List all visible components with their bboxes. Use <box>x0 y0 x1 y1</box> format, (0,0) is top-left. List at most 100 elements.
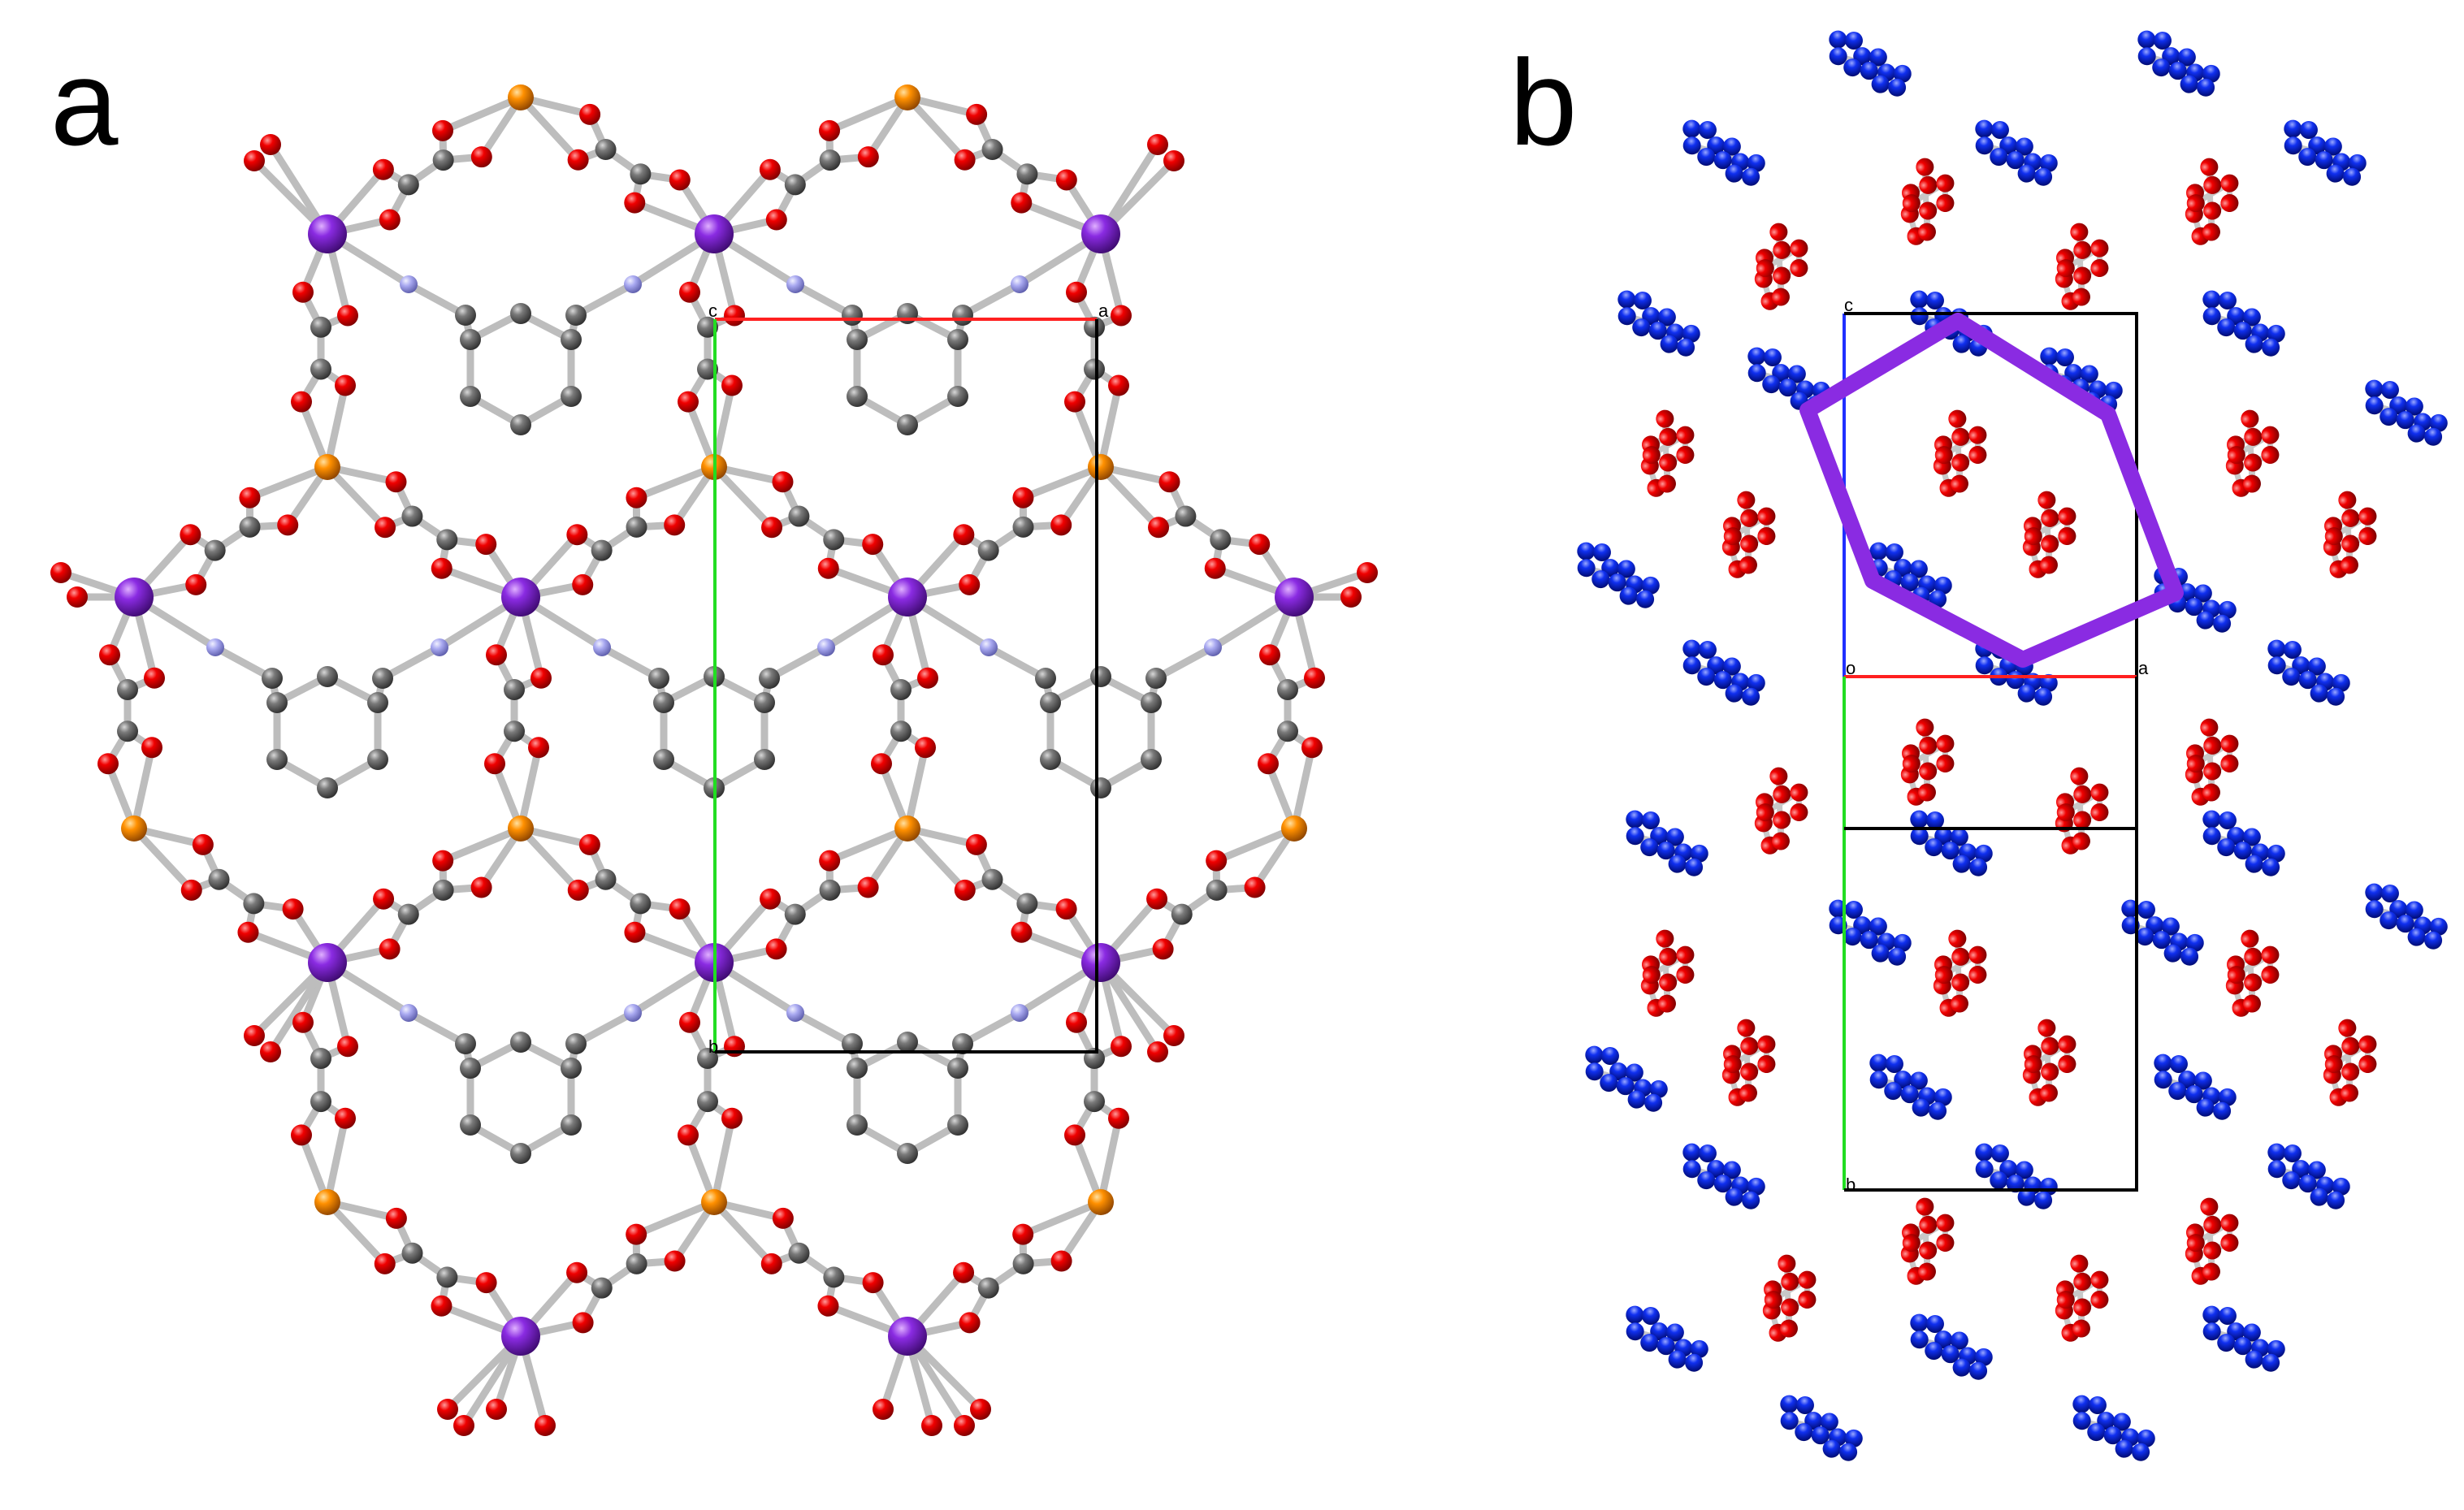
cluster-atom <box>1844 1429 1863 1447</box>
cluster-atom <box>2196 611 2215 630</box>
carbon-atom <box>754 749 775 770</box>
bond <box>517 824 582 894</box>
oxygen-atom <box>1064 391 1085 413</box>
carbon-atom <box>897 303 918 324</box>
carbon-atom <box>947 386 968 407</box>
bond <box>1097 463 1163 531</box>
cluster-atom <box>2180 75 2198 93</box>
iron-atom <box>314 454 340 480</box>
cluster-atom <box>1747 1177 1765 1196</box>
bond <box>825 824 912 865</box>
bond <box>632 463 718 502</box>
panel-a: a c a b <box>50 34 1378 1436</box>
cluster-atom <box>2310 684 2328 703</box>
cluster-atom <box>2262 338 2280 357</box>
blue-anion-cluster <box>1829 30 1912 97</box>
oxygen-atom <box>475 1272 497 1294</box>
cluster-atom <box>2202 64 2220 83</box>
cluster-atom <box>1912 1098 1930 1117</box>
oxygen-atom <box>1111 305 1132 327</box>
carbon-atom <box>697 1048 718 1069</box>
oxygen-atom <box>759 158 781 180</box>
oxygen-atom <box>335 374 356 396</box>
oxygen-atom <box>678 1124 699 1146</box>
cluster-atom <box>2006 1175 2024 1193</box>
oxygen-atom <box>50 562 71 583</box>
carbon-atom <box>754 692 775 713</box>
cluster-atom <box>2227 966 2245 984</box>
cluster-atom <box>2267 324 2285 343</box>
bond <box>1152 643 1217 682</box>
cluster-atom <box>2200 1197 2219 1216</box>
carbon-atom <box>1277 720 1298 742</box>
oxygen-atom <box>239 487 261 508</box>
cluster-atom <box>2153 32 2172 50</box>
cluster-atom <box>1677 338 1695 357</box>
cluster-atom <box>1780 1412 1799 1430</box>
cluster-atom <box>2006 151 2024 170</box>
cluster-atom <box>1910 810 1929 829</box>
panel-b: b c o a b <box>1509 30 2448 1461</box>
cluster-atom <box>2193 584 2212 603</box>
carbon-atom <box>819 149 841 171</box>
oxygen-atom <box>1152 938 1174 960</box>
cluster-atom <box>2233 1337 2252 1356</box>
carbon-atom <box>823 1266 845 1288</box>
cluster-atom <box>1910 1330 1929 1349</box>
cluster-atom <box>2220 194 2239 213</box>
red-cation-cluster <box>1900 158 1955 245</box>
cluster-atom <box>2338 491 2357 509</box>
bond <box>405 1009 470 1048</box>
cluster-atom <box>1747 673 1765 692</box>
cluster-atom <box>2358 1035 2377 1054</box>
carbon-atom <box>310 316 331 338</box>
bond <box>985 643 1050 682</box>
cluster-atom <box>1690 1339 1708 1358</box>
oxygen-atom <box>678 391 699 413</box>
bond <box>598 643 663 682</box>
carbon-atom <box>310 1048 331 1069</box>
cluster-atom <box>1713 1175 1732 1193</box>
blue-anion-cluster <box>1626 810 1708 876</box>
cluster-atom <box>1773 811 1791 829</box>
carbon-atom <box>1040 749 1061 770</box>
carbon-atom <box>317 777 338 798</box>
cluster-atom <box>1936 734 1955 753</box>
cluster-atom <box>2315 151 2333 170</box>
cluster-atom <box>1757 1055 1776 1074</box>
red-cation-cluster <box>1933 409 1987 497</box>
cluster-atom <box>1936 174 1955 193</box>
cluster-atom <box>2220 1234 2239 1253</box>
carbon-atom <box>653 749 674 770</box>
cluster-atom <box>2017 164 2036 183</box>
cluster-atom <box>1747 347 1766 366</box>
carbon-atom <box>401 505 423 527</box>
cluster-atom <box>2185 1085 2203 1104</box>
blue-anion-cluster <box>2284 119 2367 186</box>
cluster-atom <box>2197 78 2215 97</box>
cluster-atom <box>1682 656 1701 675</box>
cluster-atom <box>1698 1144 1717 1163</box>
cluster-atom <box>1698 641 1717 660</box>
red-cation-cluster <box>1754 767 1808 855</box>
cluster-atom <box>1779 1319 1798 1338</box>
oxygen-atom <box>760 1253 782 1274</box>
oxygen-atom <box>954 1415 975 1436</box>
blue-anion-cluster <box>2072 1395 2155 1461</box>
cluster-atom <box>1950 1331 1968 1350</box>
cluster-atom <box>1668 1350 1687 1369</box>
potassium-atom <box>888 1317 927 1356</box>
cluster-atom <box>2244 427 2263 446</box>
oxygen-atom <box>470 146 492 168</box>
cluster-atom <box>1975 119 1994 138</box>
cluster-atom <box>1925 811 1944 830</box>
cluster-atom <box>1633 292 1652 310</box>
cluster-atom <box>2202 1322 2221 1341</box>
oxygen-atom <box>624 921 646 943</box>
cluster-atom <box>2202 827 2221 846</box>
cluster-atom <box>2298 1175 2317 1193</box>
cluster-atom <box>1910 827 1929 846</box>
cluster-atom <box>2310 1188 2328 1206</box>
cluster-atom <box>1893 64 1912 83</box>
oxygen-atom <box>1012 487 1034 508</box>
